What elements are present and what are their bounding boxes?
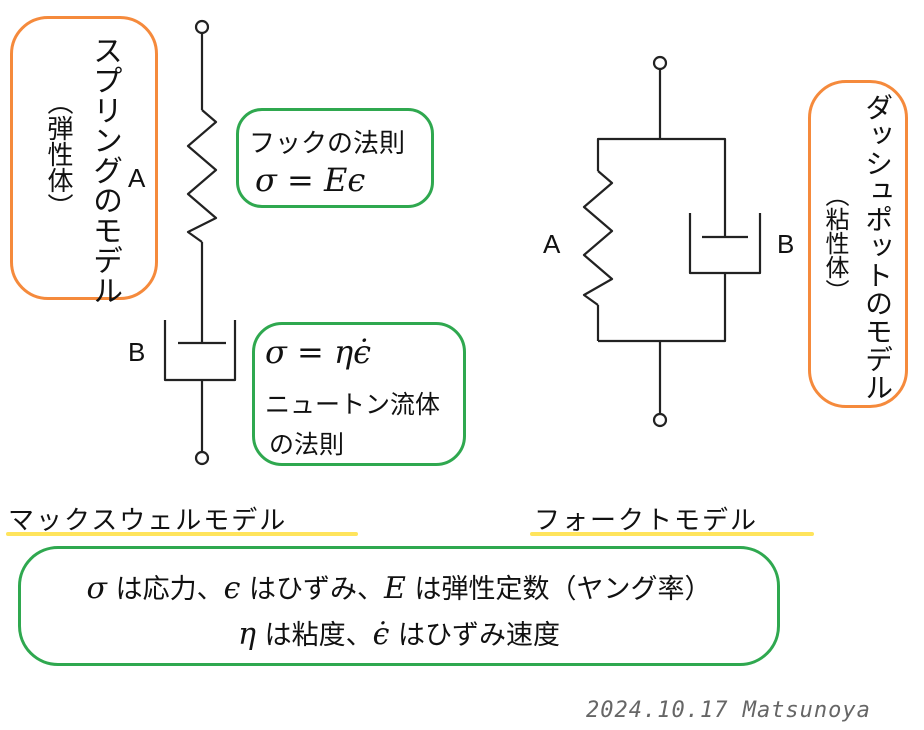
- voigt-model-title: フォークトモデル: [534, 506, 759, 536]
- dashpot-model-label-box: ダッシュポットのモデル （粘性体）: [808, 80, 908, 408]
- maxwell-spring-a: [186, 109, 218, 243]
- voigt-spring-a: [582, 170, 614, 306]
- legend-line-2: η は粘度、ϵ̇ はひずみ速度: [21, 613, 777, 652]
- epsilon-symbol: ϵ: [223, 571, 241, 606]
- strain-rate-text: はひずみ速度: [397, 620, 560, 651]
- maxwell-model-title: マックスウェルモデル: [8, 506, 288, 536]
- e-symbol: E: [383, 571, 406, 606]
- eta-symbol: η: [238, 617, 256, 652]
- voigt-label-a: A: [543, 229, 561, 259]
- maxwell-label-b: B: [128, 337, 146, 367]
- spring-model-label: スプリングのモデル: [87, 35, 122, 305]
- maxwell-dashpot-cylinder: [163, 320, 237, 382]
- author-signature: 2024.10.17 Matsunoya: [586, 698, 871, 723]
- voigt-top-terminal: [652, 55, 668, 71]
- elastic-body-label: （弾性体）: [43, 89, 73, 219]
- sigma-symbol: σ: [86, 571, 107, 606]
- maxwell-label-a: A: [128, 163, 146, 193]
- newton-fluid-title-line1: ニュートン流体: [265, 390, 441, 419]
- spring-model-label-box: スプリングのモデル （弾性体）: [10, 16, 158, 305]
- dashpot-model-label: ダッシュポットのモデル: [861, 93, 894, 401]
- legend-line-1: σ は応力、ϵ はひずみ、E は弾性定数（ヤング率）: [21, 567, 777, 606]
- voigt-label-b: B: [777, 229, 795, 259]
- voigt-bottom-terminal: [652, 412, 668, 428]
- viscous-body-label: （粘性体）: [821, 183, 849, 303]
- maxwell-model-diagram: [163, 19, 237, 466]
- epsilon-dot-symbol: ϵ̇: [372, 617, 390, 652]
- hooke-law-equation: σ = Eϵ: [255, 161, 366, 199]
- stress-text: は応力、: [115, 574, 224, 605]
- newton-fluid-law-box: σ = ηϵ̇ ニュートン流体 の法則: [252, 322, 466, 466]
- viscosity-text: は粘度、: [264, 620, 373, 651]
- voigt-top-frame: [596, 137, 727, 237]
- newton-fluid-title-line2: の法則: [269, 430, 345, 459]
- voigt-bottom-frame: [598, 273, 727, 343]
- voigt-model-diagram: [582, 55, 762, 428]
- voigt-title-highlight: [530, 532, 814, 536]
- elastic-constant-text: は弾性定数（ヤング率）: [414, 574, 712, 605]
- maxwell-top-terminal: [194, 19, 210, 35]
- strain-text: はひずみ、: [248, 574, 384, 605]
- symbol-legend-box: σ は応力、ϵ はひずみ、E は弾性定数（ヤング率） η は粘度、ϵ̇ はひずみ…: [18, 546, 780, 666]
- maxwell-bottom-terminal: [194, 450, 210, 466]
- maxwell-title-highlight: [6, 532, 358, 536]
- hooke-law-title: フックの法則: [249, 129, 406, 159]
- hooke-law-box: フックの法則 σ = Eϵ: [236, 108, 434, 208]
- newton-fluid-equation: σ = ηϵ̇: [265, 333, 372, 371]
